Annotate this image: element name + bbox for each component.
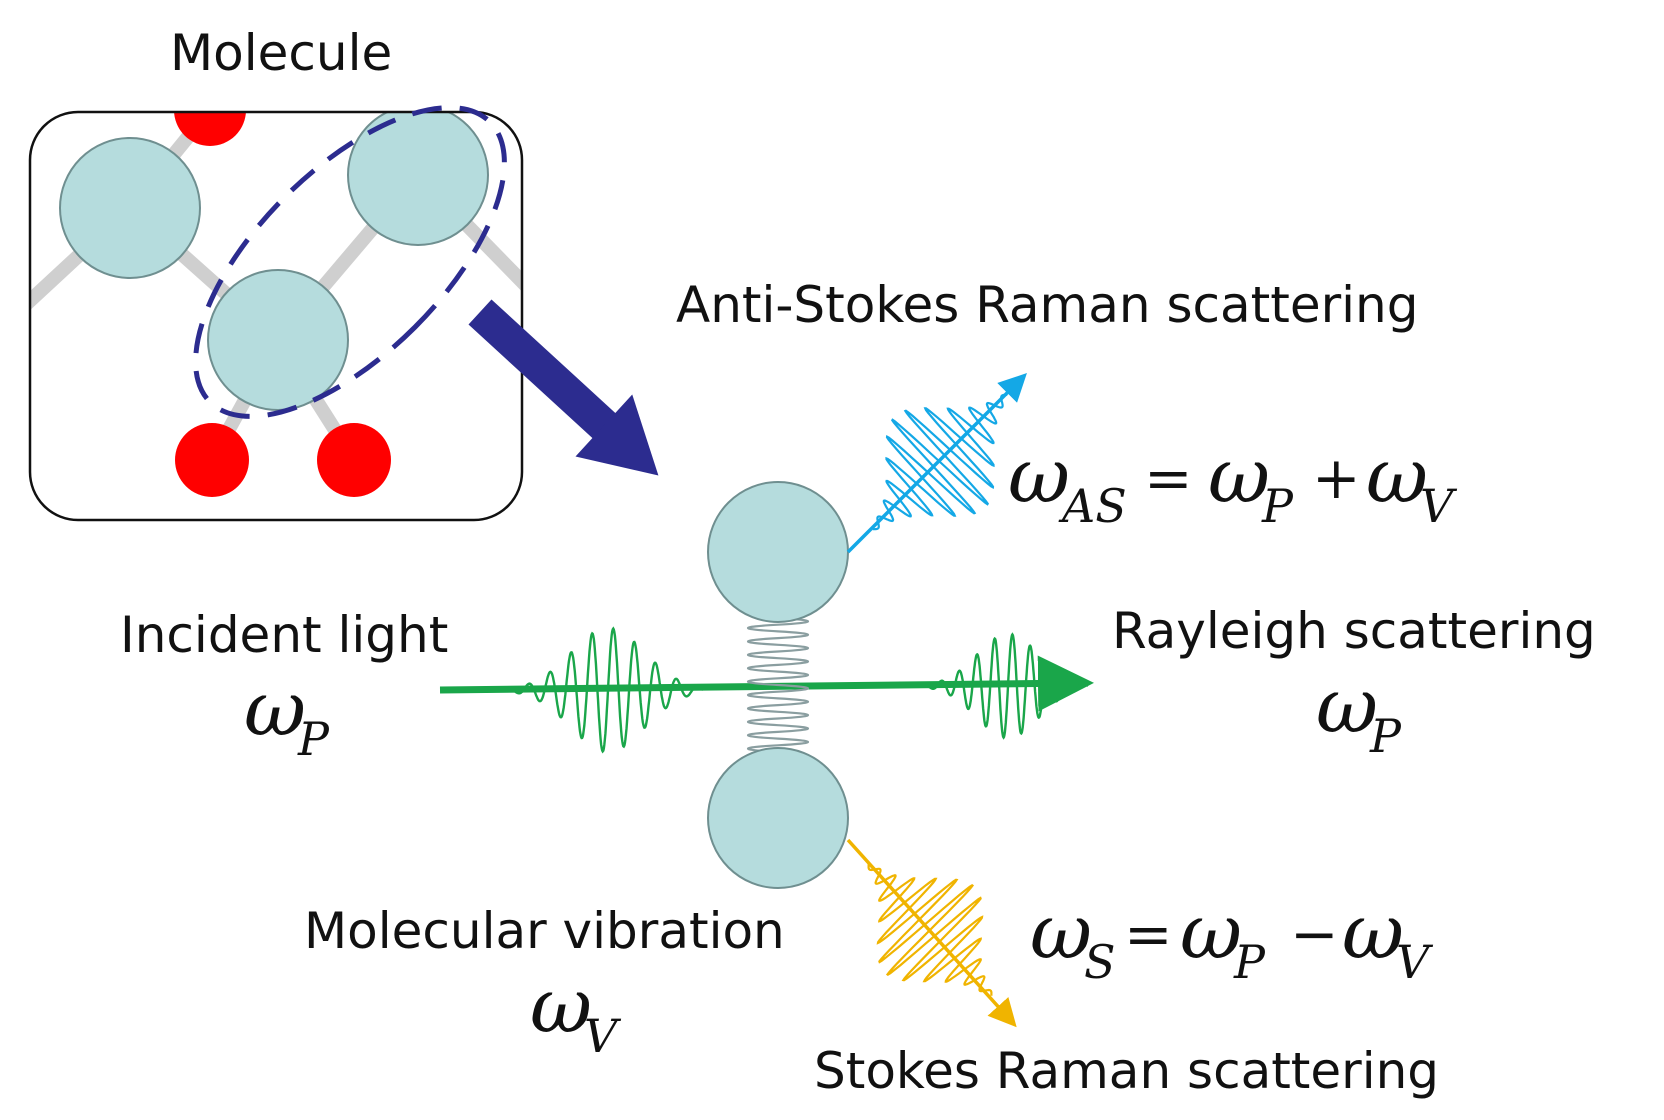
red-atom (174, 112, 246, 146)
omega-symbol: ω (1030, 887, 1092, 976)
vibration-frequency: ω V (530, 961, 622, 1063)
stokes-raman-label: Stokes Raman scattering (814, 1042, 1439, 1100)
bond-selection-ellipse (193, 105, 507, 419)
red-atom (175, 423, 249, 497)
stokes-wave (867, 864, 993, 996)
incident-light-label: Incident light (120, 606, 448, 664)
red-atom (317, 423, 391, 497)
subscript-v: V (1420, 479, 1458, 533)
omega-symbol: ω (1342, 887, 1404, 976)
plus-sign: + (1312, 444, 1361, 512)
omega-symbol: ω (530, 961, 592, 1050)
omega-symbol: ω (1316, 661, 1378, 750)
vibrating-atom-bottom (707, 747, 849, 889)
molecular-vibration-label: Molecular vibration (304, 902, 785, 960)
subscript-p: P (1261, 479, 1294, 533)
molecule-box (28, 110, 524, 522)
omega-symbol: ω (1180, 887, 1242, 976)
stokes-formula: ω S = ω P − ω V (1030, 887, 1434, 989)
rayleigh-frequency: ω P (1316, 661, 1402, 763)
subscript-v: V (1396, 935, 1434, 989)
anti-stokes-label: Anti-Stokes Raman scattering (676, 276, 1418, 334)
incident-frequency: ω P (244, 664, 330, 766)
subscript-v: V (584, 1009, 622, 1063)
zoom-pointer-arrow (468, 299, 659, 476)
equals-sign: = (1124, 900, 1173, 968)
molecule-bonds (30, 112, 522, 497)
omega-symbol: ω (244, 664, 306, 753)
anti-stokes-arrow (846, 373, 1027, 554)
vibrating-atom-top (707, 481, 849, 623)
rayleigh-label: Rayleigh scattering (1112, 602, 1596, 660)
molecule-label: Molecule (170, 24, 392, 82)
molecule-atom (207, 269, 349, 411)
molecule-atom (59, 137, 201, 279)
incident-light-wave (512, 626, 704, 754)
omega-symbol: ω (1008, 431, 1070, 520)
subscript-p: P (1233, 935, 1266, 989)
subscript-s: S (1084, 935, 1116, 989)
anti-stokes-formula: ω AS = ω P + ω V (1008, 431, 1458, 533)
omega-symbol: ω (1208, 431, 1270, 520)
omega-symbol: ω (1366, 431, 1428, 520)
rayleigh-wave (927, 632, 1089, 740)
anti-stokes-wave (872, 393, 1008, 531)
equals-sign: = (1144, 444, 1193, 512)
subscript-as: AS (1058, 479, 1127, 533)
molecule-inset: Molecule (28, 24, 524, 522)
minus-sign: − (1290, 900, 1339, 968)
subscript-p: P (1369, 709, 1402, 763)
vibration-spring (746, 616, 810, 754)
molecule-atom (347, 112, 489, 246)
subscript-p: P (297, 712, 330, 766)
